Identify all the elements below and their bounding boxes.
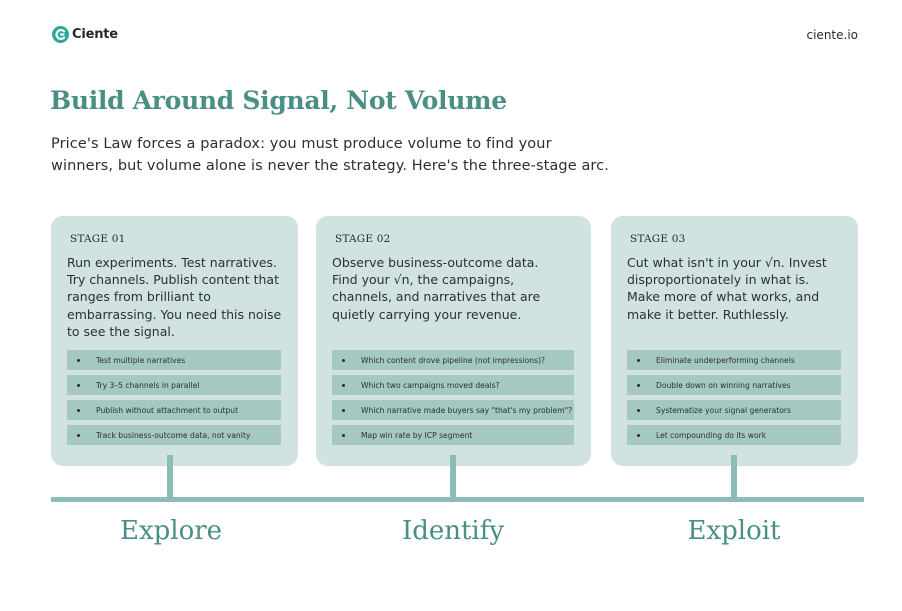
stage-label: STAGE 02 [335,233,391,245]
stage-description-line: Cut what isn't in your √n. Invest [627,255,827,270]
brand-name: Ciente [72,27,118,42]
bullet-icon [77,433,80,437]
list-item: Try 3–5 channels in parallel [67,375,281,395]
list-item: Map win rate by ICP segment [332,425,574,445]
page-title: Build Around Signal, Not Volume [50,86,507,115]
bullet-icon [77,408,80,412]
stage-card-identify: STAGE 02 Observe business-outcome data. … [316,216,591,466]
list-item: Which narrative made buyers say "that's … [332,400,574,420]
stage-label: STAGE 03 [630,233,686,245]
bullet-icon [342,433,345,437]
bullet-icon [77,358,80,362]
list-item-text: Which content drove pipeline (not impres… [361,355,546,365]
timeline-bar [51,497,864,502]
stage-description-line: to see the signal. [67,323,175,339]
stage-description-line: Run experiments. Test narratives. [67,255,278,270]
ciente-logo-icon [52,26,69,43]
list-item: Publish without attachment to output [67,400,281,420]
stage-card-exploit: STAGE 03 Cut what isn't in your √n. Inve… [611,216,858,466]
stage-description-line: make it better. Ruthlessly. [627,306,789,322]
list-item-text: Eliminate underperforming channels [656,355,795,365]
stage-description-line: disproportionately in what is. [627,272,810,288]
list-item: Double down on winning narratives [627,375,841,395]
stage-description-line: Find your √n, the campaigns, [332,272,515,288]
stage-description-line: embarrassing. You need this noise [67,306,282,322]
list-item: Systematize your signal generators [627,400,841,420]
stage-description-line: ranges from brilliant to [67,289,211,305]
bullet-icon [77,383,80,387]
stage-description-line: quietly carrying your revenue. [332,306,522,322]
bullet-icon [342,358,345,362]
timeline-connector [731,455,737,499]
list-item: Eliminate underperforming channels [627,350,841,370]
bullet-icon [637,408,640,412]
brand-logo[interactable]: Ciente [52,26,118,43]
stage-description-line: Observe business-outcome data. [332,255,539,270]
stage-card-explore: STAGE 01 Run experiments. Test narrative… [51,216,298,466]
phase-label-exploit: Exploit [687,516,781,546]
list-item: Let compounding do its work [627,425,841,445]
stage-description: Cut what isn't in your √n. Invest dispro… [627,254,827,323]
subtitle-line: Price's Law forces a paradox: you must p… [51,136,552,152]
list-item-text: Which narrative made buyers say "that's … [361,405,573,415]
timeline-connector [450,455,456,499]
stage-description-line: channels, and narratives that are [332,289,541,305]
list-item-text: Publish without attachment to output [96,405,239,415]
list-item: Which two campaigns moved deals? [332,375,574,395]
subtitle-line: winners, but volume alone is never the s… [51,158,609,174]
stage-bullet-list: Which content drove pipeline (not impres… [332,350,574,450]
phase-label-explore: Explore [119,516,223,546]
site-url[interactable]: ciente.io [806,28,859,42]
list-item-text: Let compounding do its work [656,430,767,440]
bullet-icon [637,383,640,387]
list-item-text: Track business-outcome data, not vanity [96,430,251,440]
list-item-text: Test multiple narratives [96,355,186,365]
list-item: Track business-outcome data, not vanity [67,425,281,445]
list-item-text: Which two campaigns moved deals? [361,380,500,390]
stage-label: STAGE 01 [70,233,126,245]
timeline-connector [167,455,173,499]
bullet-icon [637,433,640,437]
stage-description: Run experiments. Test narratives. Try ch… [67,254,281,340]
stage-description-line: Make more of what works, and [627,289,820,305]
stage-description: Observe business-outcome data. Find your… [332,254,540,323]
stage-bullet-list: Test multiple narratives Try 3–5 channel… [67,350,281,450]
list-item-text: Map win rate by ICP segment [361,430,473,440]
phase-label-identify: Identify [401,516,505,546]
list-item: Which content drove pipeline (not impres… [332,350,574,370]
list-item-text: Systematize your signal generators [656,405,791,415]
list-item-text: Try 3–5 channels in parallel [96,380,200,390]
bullet-icon [342,383,345,387]
page-subtitle: Price's Law forces a paradox: you must p… [51,133,691,177]
bullet-icon [342,408,345,412]
stage-description-line: Try channels. Publish content that [67,272,279,288]
list-item: Test multiple narratives [67,350,281,370]
bullet-icon [637,358,640,362]
stage-bullet-list: Eliminate underperforming channels Doubl… [627,350,841,450]
list-item-text: Double down on winning narratives [656,380,791,390]
header: Ciente ciente.io [52,26,858,46]
